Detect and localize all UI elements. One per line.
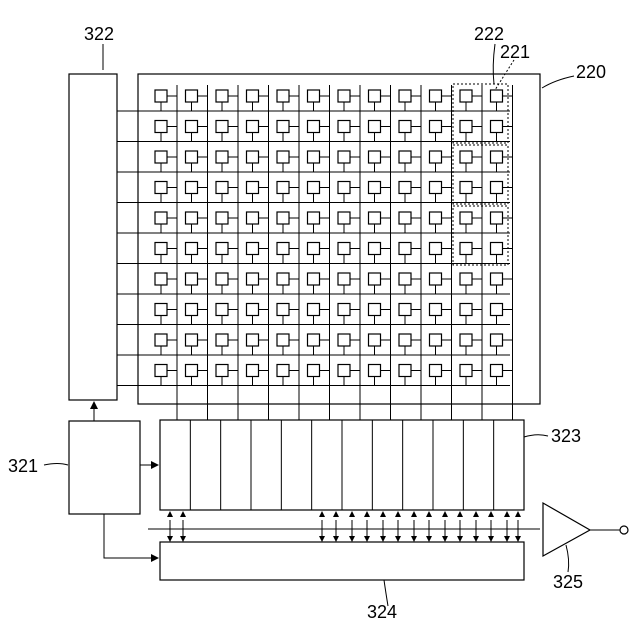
arrow-controller-to-output-circuit [104, 514, 158, 558]
bus-arrow-15 [504, 511, 510, 542]
bus-arrow-12 [457, 511, 463, 542]
label-321: 321 [8, 456, 38, 476]
label-322: 322 [84, 24, 114, 44]
bus-arrow-9 [411, 511, 417, 542]
bus-arrow-1 [167, 511, 173, 542]
bus-arrow-13 [473, 511, 479, 542]
bus-arrow-2 [180, 511, 186, 542]
bus-arrow-4 [333, 511, 339, 542]
leader-321 [44, 464, 68, 466]
output-terminal [620, 526, 628, 534]
output-circuit-block [160, 542, 524, 580]
label-222: 222 [474, 24, 504, 44]
label-221: 221 [500, 42, 530, 62]
label-324: 324 [367, 602, 397, 622]
controller-block [69, 421, 140, 514]
bus-arrow-6 [364, 511, 370, 542]
label-323: 323 [551, 426, 581, 446]
bus-arrow-14 [488, 511, 494, 542]
row-driver-block [69, 74, 117, 400]
leader-220 [542, 76, 574, 88]
label-220: 220 [576, 62, 606, 82]
leader-325 [566, 545, 569, 572]
label-325: 325 [553, 572, 583, 592]
bus-arrow-3 [319, 511, 325, 542]
bus-arrow-11 [442, 511, 448, 542]
bus-arrow-10 [426, 511, 432, 542]
bus-arrow-8 [395, 511, 401, 542]
bus-arrows [167, 511, 521, 542]
leader-323 [524, 435, 548, 437]
bus-arrow-16 [515, 511, 521, 542]
bus-arrow-5 [349, 511, 355, 542]
bus-arrow-7 [380, 511, 386, 542]
